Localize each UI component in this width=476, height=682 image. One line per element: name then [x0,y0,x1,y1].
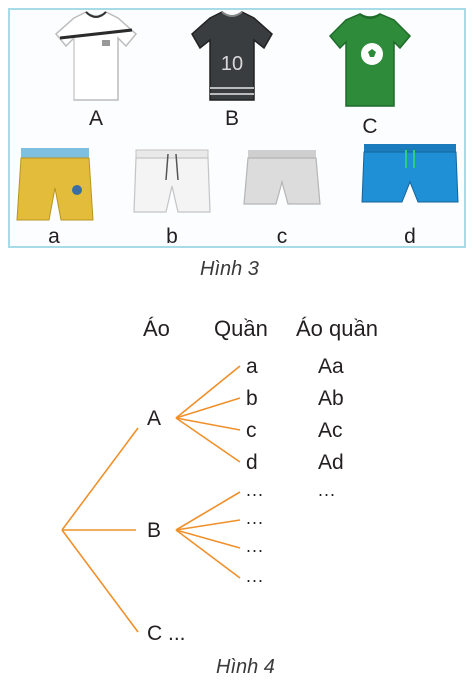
figure-4-caption: Hình 4 [216,656,275,678]
tree-shorts-b: b [246,387,258,410]
shorts-label-d: d [404,225,416,248]
tree-node-a: A [147,407,162,430]
header-shirt: Áo [143,316,170,341]
shirt-label-c: C [362,115,378,138]
shorts-label-c: c [276,225,288,248]
tree-b-shorts-1: ... [246,480,265,500]
outfit-aa: Aa [318,355,344,378]
header-outfit: Áo quần [296,316,378,341]
outfit-ab: Ab [318,387,344,410]
outfit-ad: Ad [318,451,344,474]
tree-shorts-a: a [246,355,258,378]
tree-b-outfit-1: ... [318,480,337,500]
tree-shorts-c: c [246,419,257,442]
tree-b-shorts-2: ... [246,508,265,528]
tree-branches [61,365,241,633]
shirt-label-a: A [88,107,103,130]
outfit-ac: Ac [318,419,343,442]
shorts-label-a: a [48,225,60,248]
shorts-label-b: b [166,225,178,248]
tree-shorts-d: d [246,451,258,474]
tree-node-c: C ... [147,622,186,645]
shirt-b-number: 10 [221,53,243,75]
shirt-label-b: B [224,107,239,130]
tree-b-shorts-3: ... [246,536,265,556]
header-shorts: Quần [214,316,268,341]
figure-3-caption: Hình 3 [200,258,259,280]
tree-node-b: B [147,519,162,542]
tree-b-shorts-4: ... [246,566,265,586]
